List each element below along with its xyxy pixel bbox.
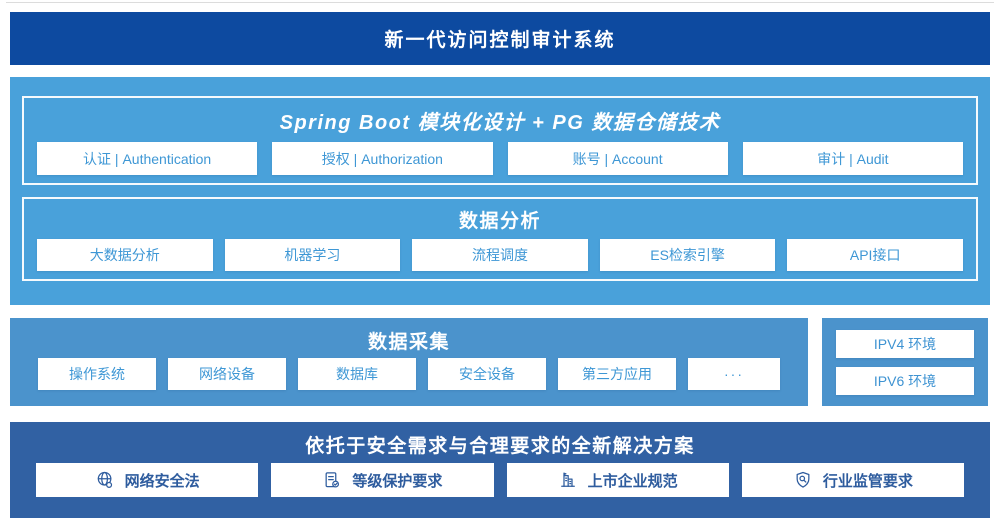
solution-item-label: 等级保护要求	[352, 472, 443, 490]
analysis-bigdata: 大数据分析	[37, 239, 213, 271]
page-top-divider	[6, 2, 994, 3]
solution-cybersecurity-law: 网络安全法	[36, 463, 259, 497]
shield-search-icon	[793, 470, 813, 490]
solution-industry-regulation: 行业监管要求	[741, 463, 964, 497]
data-collection-section: 数据采集 操作系统 网络设备 数据库 安全设备 第三方应用 ···	[10, 318, 808, 406]
env-ipv6: IPV6 环境	[836, 366, 974, 395]
platform-modules-panel: Spring Boot 模块化设计 + PG 数据仓储技术 认证 | Authe…	[22, 96, 978, 185]
env-ipv4: IPV4 环境	[836, 329, 974, 358]
solution-row: 网络安全法 等级保护要求	[10, 463, 990, 497]
collection-more-ellipsis: ···	[688, 358, 781, 390]
analysis-es-search: ES检索引擎	[599, 239, 776, 271]
collection-third-party-apps: 第三方应用	[558, 358, 676, 390]
platform-section: Spring Boot 模块化设计 + PG 数据仓储技术 认证 | Authe…	[10, 77, 990, 305]
collection-os: 操作系统	[38, 358, 156, 390]
solution-item-label: 网络安全法	[124, 472, 200, 490]
module-authentication: 认证 | Authentication	[37, 142, 258, 175]
system-title: 新一代访问控制审计系统	[384, 30, 616, 51]
module-authorization: 授权 | Authorization	[272, 142, 493, 175]
solution-item-label: 行业监管要求	[822, 472, 913, 490]
data-analysis-title: 数据分析	[458, 210, 541, 232]
collection-security-devices: 安全设备	[428, 358, 546, 390]
solution-classified-protection: 等级保护要求	[271, 463, 494, 497]
analysis-api: API接口	[787, 239, 963, 271]
system-title-banner: 新一代访问控制审计系统	[10, 12, 990, 65]
data-analysis-row: 大数据分析 机器学习 流程调度 ES检索引擎 API接口	[24, 239, 976, 271]
analysis-machine-learning: 机器学习	[224, 239, 401, 271]
collection-database: 数据库	[298, 358, 416, 390]
solution-title: 依托于安全需求与合理要求的全新解决方案	[305, 436, 695, 457]
analysis-process-scheduling: 流程调度	[412, 239, 588, 271]
buildings-icon	[558, 470, 578, 490]
environments-panel: IPV4 环境 IPV6 环境	[822, 318, 988, 406]
data-collection-row: 操作系统 网络设备 数据库 安全设备 第三方应用 ···	[10, 358, 808, 390]
platform-modules-row: 认证 | Authentication 授权 | Authorization 账…	[24, 142, 976, 175]
module-account: 账号 | Account	[507, 142, 728, 175]
solution-listed-company: 上市企业规范	[506, 463, 729, 497]
solution-section: 依托于安全需求与合理要求的全新解决方案 网络安全法	[10, 422, 990, 518]
data-analysis-panel: 数据分析 大数据分析 机器学习 流程调度 ES检索引擎 API接口	[22, 197, 978, 281]
module-audit: 审计 | Audit	[742, 142, 963, 175]
data-collection-title: 数据采集	[367, 331, 450, 353]
collection-network-devices: 网络设备	[168, 358, 286, 390]
solution-item-label: 上市企业规范	[587, 472, 678, 490]
globe-icon	[95, 470, 115, 490]
document-check-icon	[322, 470, 342, 490]
platform-panel-title: Spring Boot 模块化设计 + PG 数据仓储技术	[279, 111, 721, 134]
